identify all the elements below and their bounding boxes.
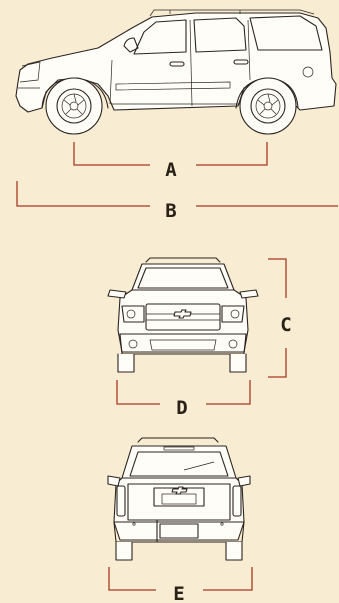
dimension-e-bracket-right — [203, 567, 253, 591]
side-view-vehicle — [15, 9, 337, 135]
front-tire-left — [117, 353, 135, 373]
rear-taillight-right — [232, 485, 242, 517]
dimension-a-bracket-left — [73, 142, 150, 166]
dimension-d-label: D — [176, 397, 187, 419]
dimension-c-bracket-top — [268, 258, 287, 298]
dimension-e: E — [108, 567, 253, 603]
side-rear-door-window — [193, 17, 247, 53]
front-body-outline — [117, 289, 249, 353]
dimension-a: A — [73, 142, 268, 181]
dimension-b-label: B — [165, 200, 176, 222]
dimension-c: C — [268, 258, 292, 378]
rear-tire-right — [225, 541, 243, 561]
front-headlight-right — [221, 305, 245, 323]
side-front-window — [133, 19, 187, 55]
front-bowtie-logo — [173, 309, 192, 319]
front-tire-right — [229, 353, 247, 373]
rear-plate-recess — [153, 487, 205, 507]
front-windshield — [137, 267, 229, 289]
dimension-a-label: A — [165, 159, 177, 181]
dimension-d-bracket-left — [116, 380, 160, 405]
dimension-c-label: C — [280, 314, 291, 336]
front-grille — [145, 303, 221, 331]
dimension-a-bracket-right — [196, 142, 268, 166]
dimension-c-bracket-bottom — [268, 348, 287, 378]
side-front-wheel — [41, 77, 109, 135]
front-headlight-left — [121, 305, 145, 323]
dimension-d: D — [116, 380, 251, 419]
rear-cabin-outline — [121, 445, 237, 479]
rear-view-vehicle — [107, 437, 251, 561]
side-rear-wheel — [235, 77, 299, 135]
dimension-d-bracket-right — [206, 380, 251, 405]
rear-taillight-left — [116, 485, 126, 517]
dimension-b-bracket-left — [16, 181, 150, 207]
rear-window — [129, 451, 229, 477]
dimension-e-label: E — [173, 583, 184, 603]
rear-tire-left — [115, 541, 133, 561]
dimension-b: B — [16, 181, 338, 222]
rear-bowtie-logo — [171, 486, 188, 495]
side-quarter-window — [249, 15, 323, 51]
front-view-vehicle — [107, 257, 259, 373]
dimension-e-bracket-left — [108, 567, 156, 591]
